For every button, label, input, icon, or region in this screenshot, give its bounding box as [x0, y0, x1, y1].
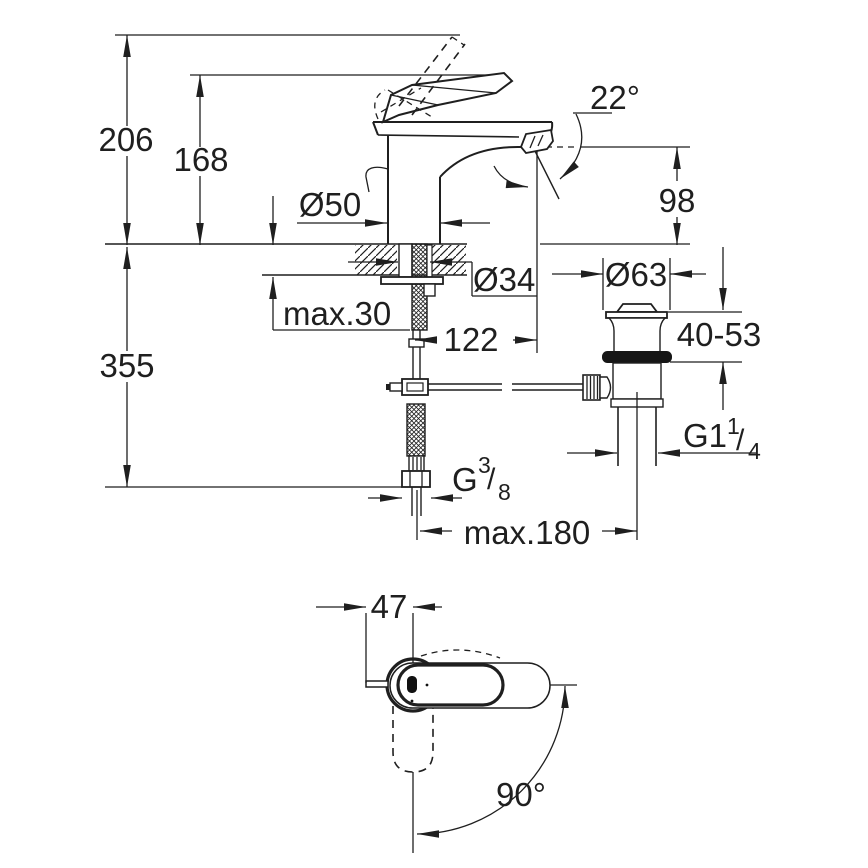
dim-hole-diameter: Ø34 [473, 261, 535, 298]
drain-gasket [602, 351, 672, 363]
dimension-90-degrees: 90° [416, 685, 569, 838]
dimension-122: 122 [415, 321, 537, 358]
dimension-98: 98 [652, 147, 702, 245]
dimension-40-53: 40-53 [677, 247, 761, 410]
dim-rod-span: max.180 [464, 514, 591, 551]
dim-total-height: 206 [98, 121, 153, 158]
dimension-47: 47 [316, 588, 442, 683]
hose-nut [401, 470, 431, 488]
dimension-g-three-eighths: G 3 / 8 [368, 452, 511, 505]
dim-drain-thread-slash: / [736, 424, 745, 457]
dim-counter-thickness: max.30 [283, 295, 391, 332]
dim-drain-thread: G1 [683, 417, 727, 454]
supply-hose [401, 403, 431, 516]
dim-handle-width: 47 [371, 588, 408, 625]
drain-cap [615, 303, 659, 313]
dim-supply-thread-numerator: 3 [478, 452, 491, 478]
dimension-diameter-63: Ø63 [552, 256, 706, 293]
lever-raised-position [374, 36, 466, 120]
handle-rotated-down [392, 705, 434, 773]
dim-below-counter-depth: 355 [99, 347, 154, 384]
dim-spout-angle: 22° [590, 79, 640, 116]
pop-up-rod-handle [365, 166, 389, 193]
dim-supply-thread: G [452, 461, 478, 498]
dimension-355: 355 [94, 247, 160, 487]
dimension-206: 206 [94, 35, 158, 245]
dimension-diameter-34: Ø34 [348, 258, 537, 298]
dim-drain-thread-numerator: 1 [727, 413, 740, 439]
dimension-max-180: max.180 [416, 490, 637, 551]
dim-supply-thread-slash: / [487, 463, 496, 496]
dim-drain-clamp-range: 40-53 [677, 316, 761, 353]
drain-assembly [582, 258, 672, 540]
dim-swivel-angle: 90° [496, 776, 546, 813]
spout-outlet [519, 128, 554, 154]
dimension-max-30: max.30 [269, 196, 410, 332]
pop-up-rod-linkage [386, 378, 585, 396]
dim-lever-height: 168 [173, 141, 228, 178]
dimension-168: 168 [170, 75, 232, 245]
spout-tip-top-view [365, 680, 389, 688]
dim-base-diameter: Ø50 [299, 186, 361, 223]
dimension-22-degrees: 22° [493, 79, 640, 353]
dimension-g1-quarter: G1 1 / 4 [567, 413, 761, 464]
dim-spout-height: 98 [659, 182, 696, 219]
dim-spout-reach: 122 [443, 321, 498, 358]
faucet-top-view [365, 649, 577, 853]
mounting-shank [380, 243, 444, 379]
dim-drain-thread-denominator: 4 [748, 438, 761, 464]
faucet-front-view [365, 36, 554, 244]
dim-drain-flange-diameter: Ø63 [605, 256, 667, 293]
dim-supply-thread-denominator: 8 [498, 479, 511, 505]
dimension-diameter-50: Ø50 [297, 186, 490, 227]
handle-mark [407, 676, 417, 693]
